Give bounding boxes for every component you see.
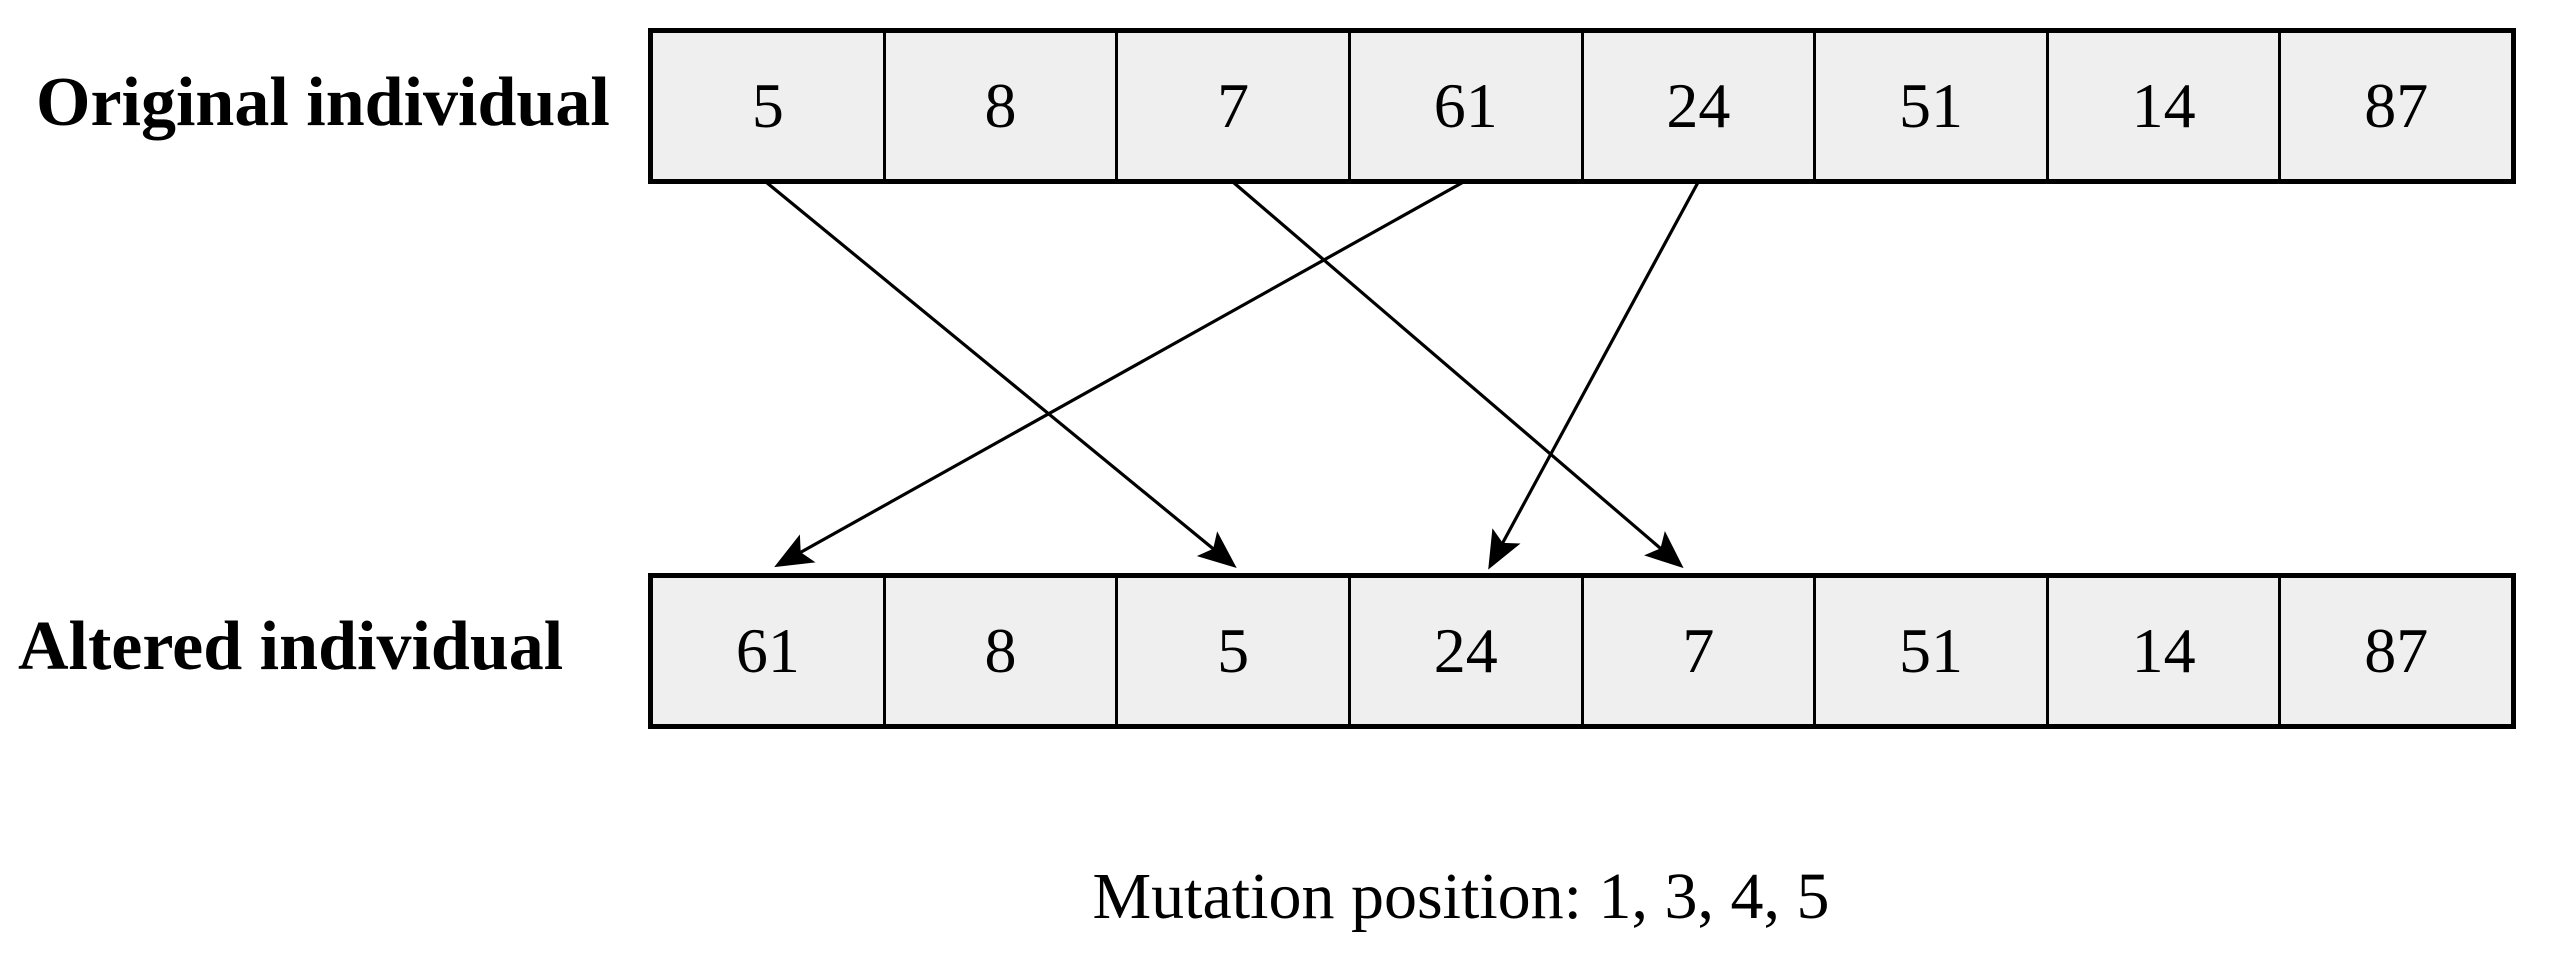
mutation-arrow-pos1-to-pos3	[763, 179, 1237, 569]
original-gene-cell-8: 87	[2278, 33, 2511, 179]
altered-gene-cell-7: 14	[2045, 578, 2279, 724]
original-gene-cell-4: 61	[1347, 33, 1581, 179]
original-gene-cell-6: 51	[1813, 33, 2046, 179]
altered-gene-cell-1: 61	[653, 578, 883, 724]
original-gene-cell-5: 24	[1580, 33, 1814, 179]
altered-gene-cell-8: 87	[2278, 578, 2511, 724]
mutation-position-caption: Mutation position: 1, 3, 4, 5	[1092, 860, 1830, 933]
original-gene-cell-7: 14	[2045, 33, 2279, 179]
mutation-arrow-pos3-to-pos5	[1230, 179, 1684, 569]
altered-gene-cell-4: 24	[1347, 578, 1581, 724]
altered-gene-cell-2: 8	[882, 578, 1116, 724]
altered-gene-cell-5: 7	[1580, 578, 1814, 724]
original-individual-label: Original individual	[36, 64, 610, 142]
original-gene-cell-3: 7	[1115, 33, 1348, 179]
original-gene-cell-1: 5	[653, 33, 883, 179]
mutation-arrow-pos5-to-pos4	[1488, 180, 1701, 570]
altered-gene-cell-3: 5	[1115, 578, 1348, 724]
mutation-arrow-pos4-to-pos1	[774, 179, 1467, 568]
altered-gene-cell-6: 51	[1813, 578, 2046, 724]
altered-individual-label: Altered individual	[18, 608, 564, 686]
original-gene-cell-2: 8	[882, 33, 1116, 179]
